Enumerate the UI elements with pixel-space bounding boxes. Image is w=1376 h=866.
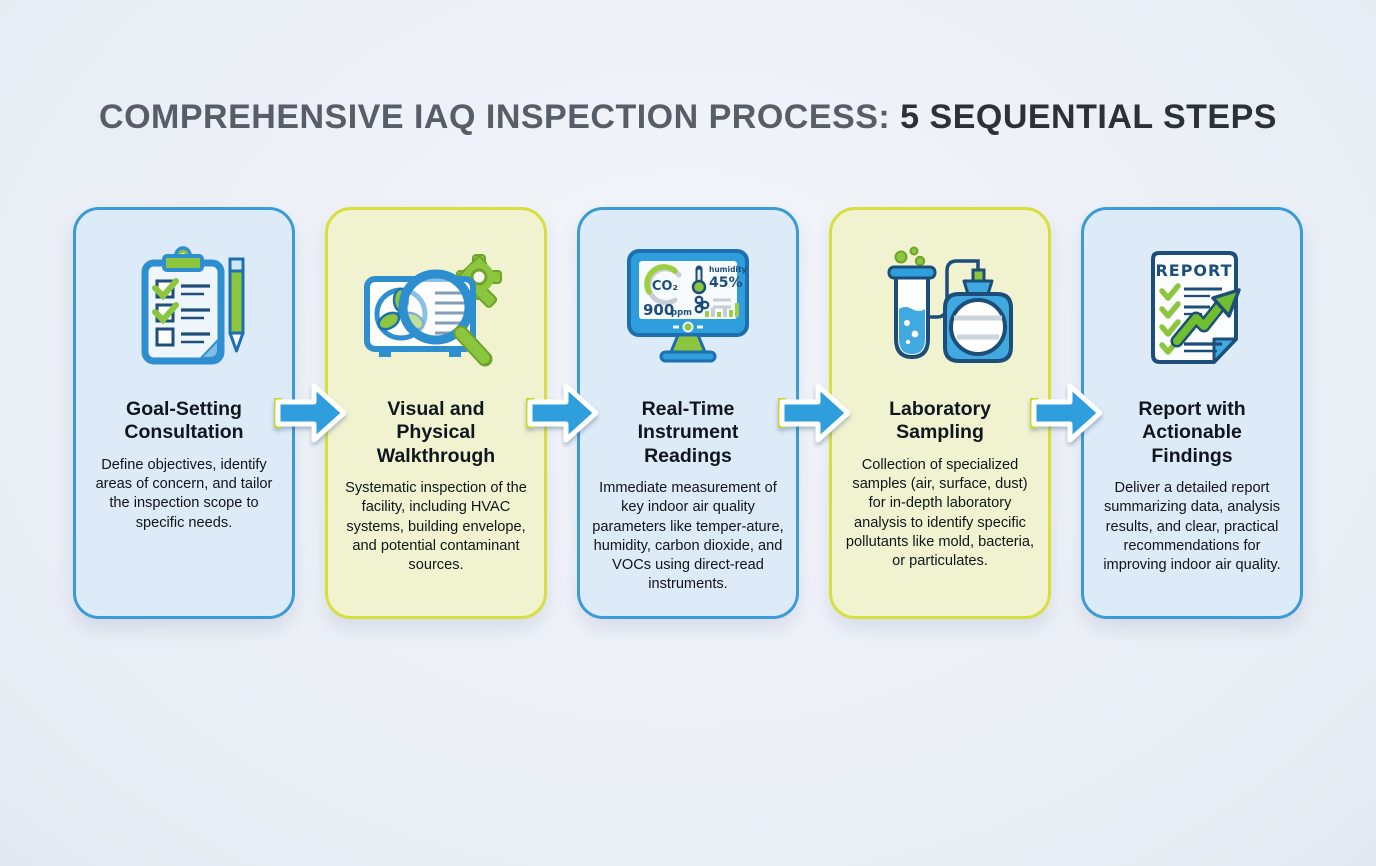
- step-title: Report with Actionable Findings: [1138, 398, 1246, 467]
- report-header-label: REPORT: [1155, 261, 1232, 280]
- report-findings-icon: REPORT: [1117, 236, 1267, 384]
- clipboard-checklist-icon: [109, 236, 259, 384]
- step-title: Visual and Physical Walkthrough: [376, 398, 496, 467]
- step-description: Collection of specialized samples (air, …: [845, 456, 1035, 570]
- connector-arrow-icon: [526, 383, 598, 443]
- trend-arrow: [1170, 288, 1241, 348]
- step-description: Systematic inspection of the facility, i…: [345, 480, 527, 574]
- step-card-report-findings: REPORT Report with Actionable Find: [1081, 207, 1303, 619]
- co2-value: 900: [643, 301, 674, 319]
- magnifier: [398, 269, 493, 367]
- page-title-regular: COMPREHENSIVE IAQ INSPECTION PROCESS:: [99, 98, 901, 136]
- page-title: COMPREHENSIVE IAQ INSPECTION PROCESS: 5 …: [0, 98, 1376, 137]
- step-card-walkthrough: Visual and Physical Walkthrough Systemat…: [325, 207, 547, 619]
- mini-bar-chart: [705, 303, 739, 317]
- step-title: Real-Time Instrument Readings: [637, 398, 739, 467]
- step-description: Immediate measurement of key indoor air …: [592, 480, 784, 593]
- humidity-value: 45%: [709, 275, 743, 291]
- fan-glyph: [694, 295, 710, 314]
- process-steps-row: Goal-Setting Consultation Define objecti…: [73, 207, 1303, 619]
- connector-arrow-icon: [274, 383, 346, 443]
- connector-arrow-icon: [778, 383, 850, 443]
- page-title-bold: 5 SEQUENTIAL STEPS: [900, 98, 1277, 136]
- step-card-laboratory-sampling: Laboratory Sampling Collection of specia…: [829, 207, 1051, 619]
- step-title: Laboratory Sampling: [889, 398, 991, 444]
- step-card-instrument-readings: CO₂ 900 ppm humidity 45%: [577, 207, 799, 619]
- lab-sampling-icon: [865, 236, 1015, 384]
- step-title: Goal-Setting Consultation: [124, 398, 244, 444]
- humidity-label: humidity: [709, 265, 747, 274]
- co2-label: CO₂: [652, 279, 678, 294]
- hvac-inspection-icon: [361, 236, 511, 384]
- co2-unit: ppm: [671, 308, 692, 318]
- thermometer-icon: [691, 265, 707, 295]
- connector-arrow-icon: [1030, 383, 1102, 443]
- step-description: Define objectives, identify areas of con…: [95, 456, 273, 531]
- step-card-goal-setting: Goal-Setting Consultation Define objecti…: [73, 207, 295, 619]
- monitor-readings-icon: CO₂ 900 ppm humidity 45%: [613, 236, 763, 384]
- step-description: Deliver a detailed report summarizing da…: [1103, 480, 1281, 574]
